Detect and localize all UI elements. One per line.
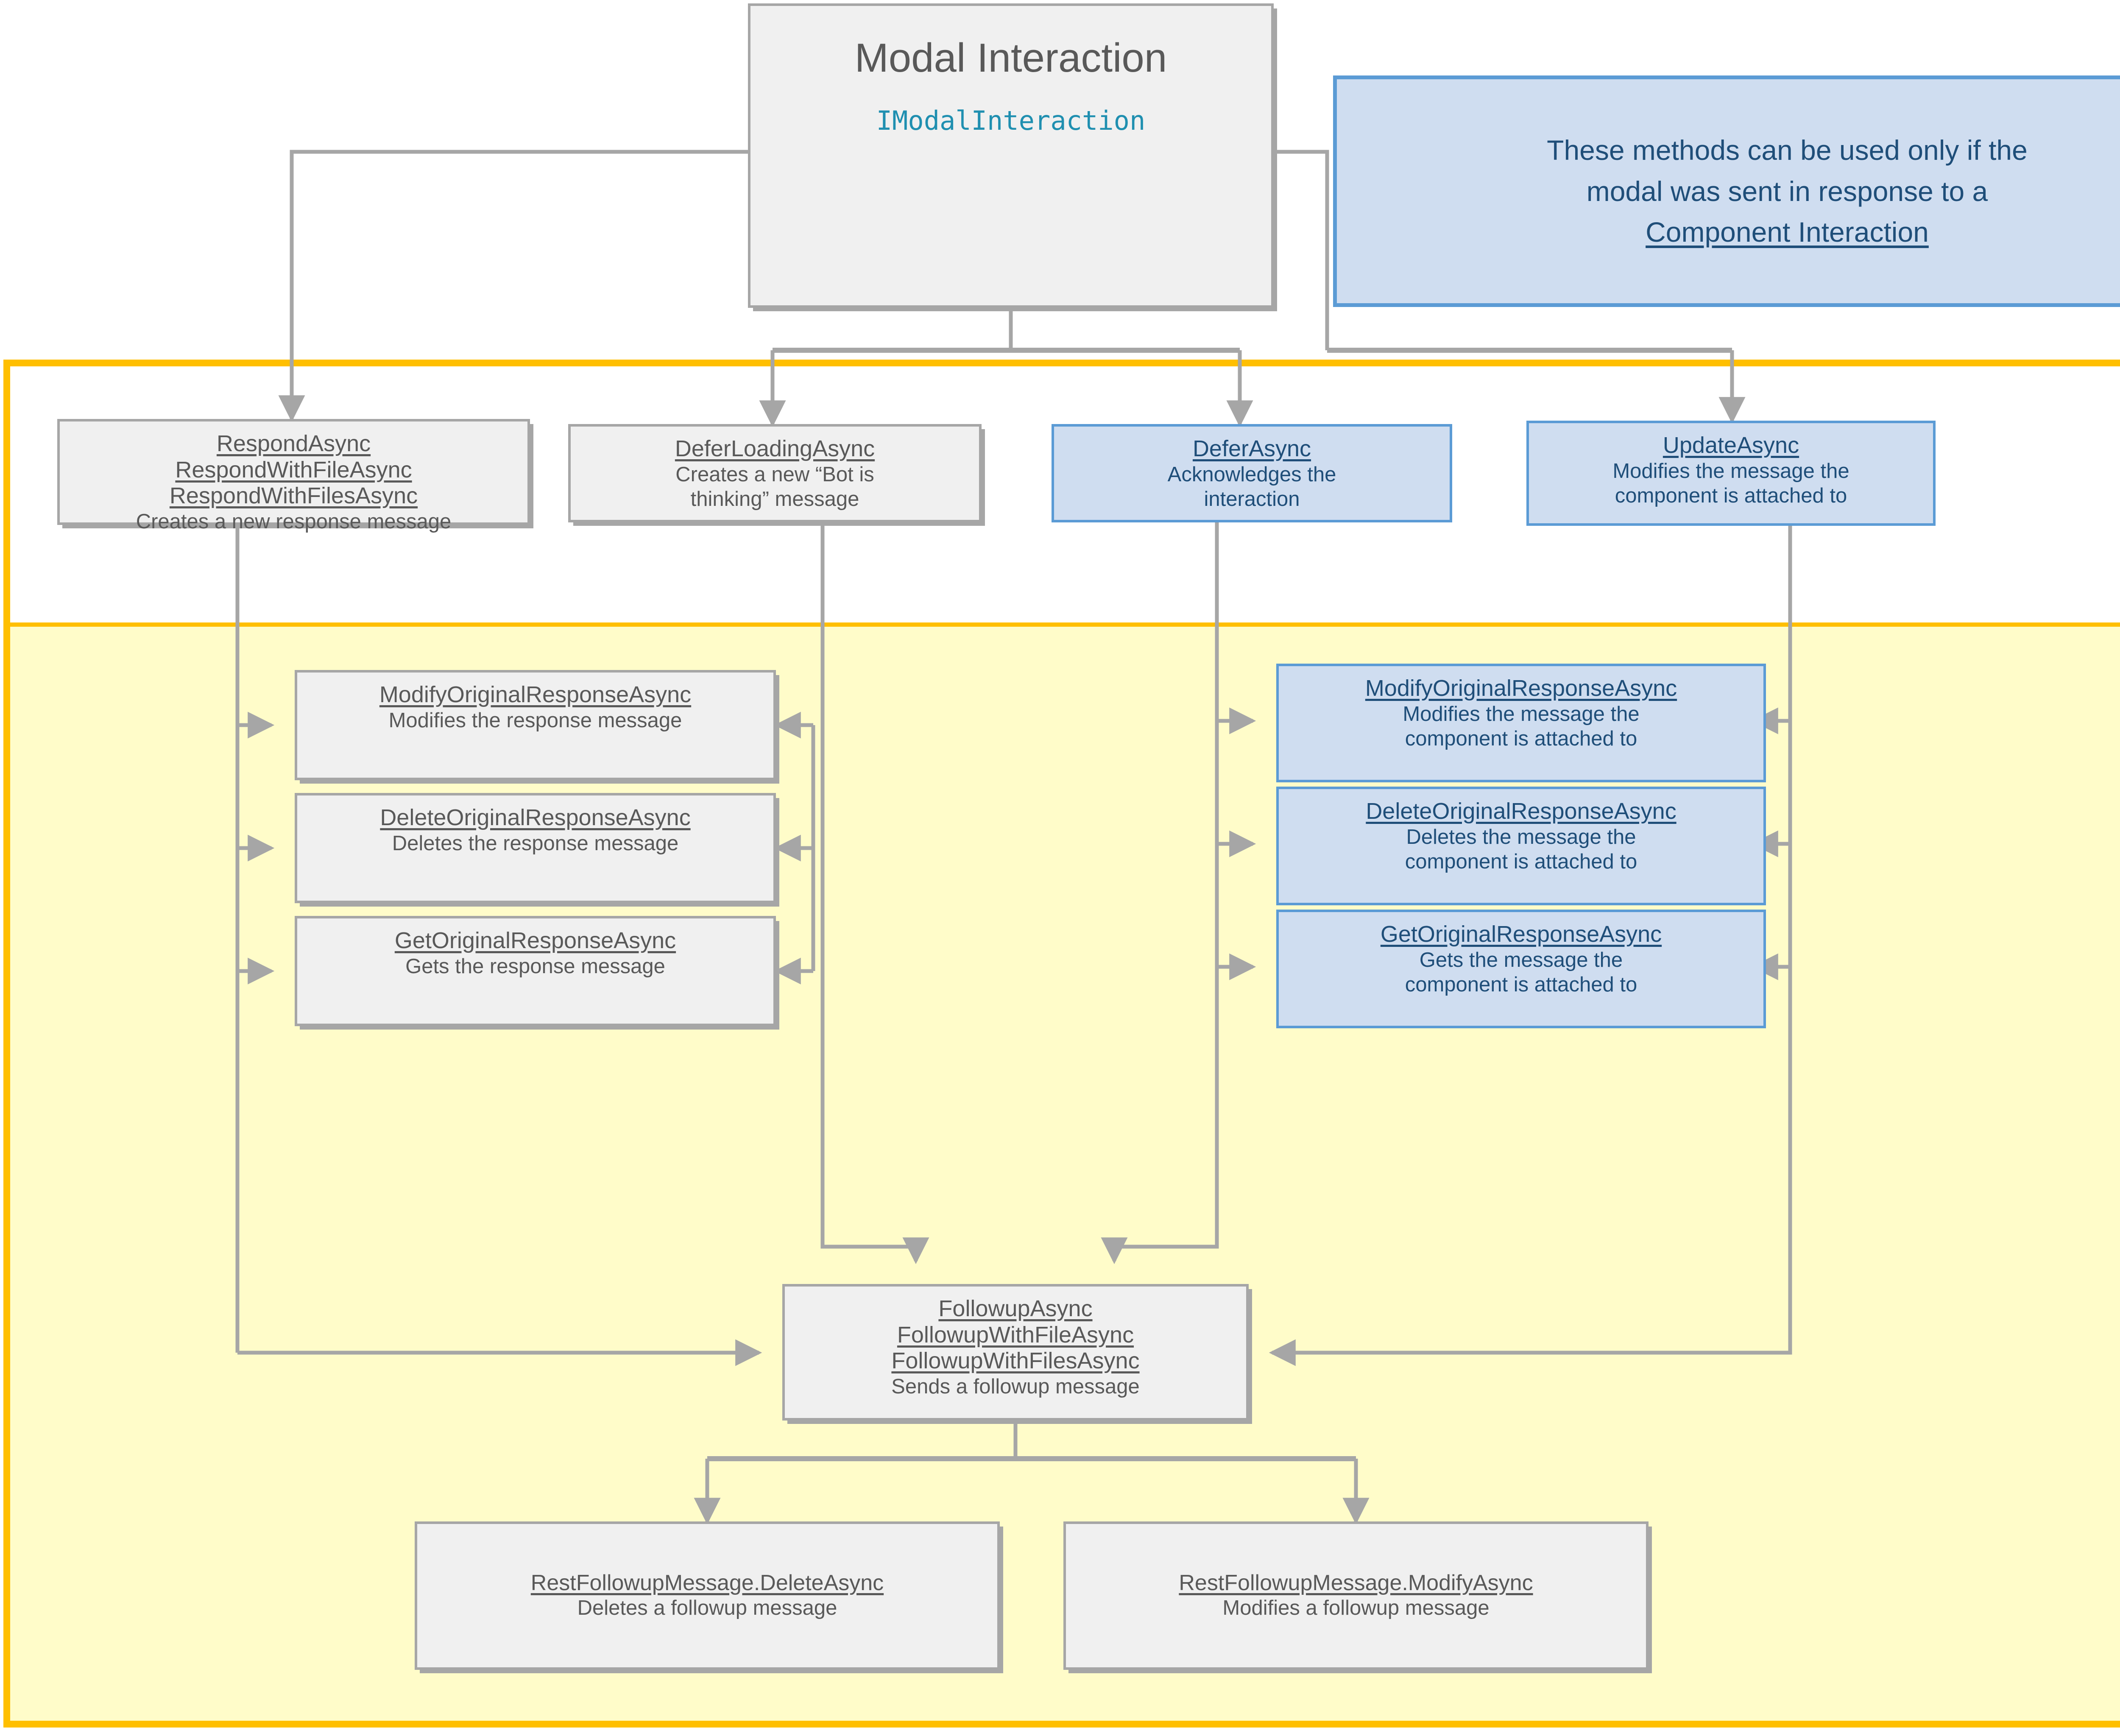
node-defer-async[interactable]: DeferAsync Acknowledges the interaction — [1052, 424, 1452, 522]
get-original-blue-description-2: component is attached to — [1405, 973, 1637, 996]
modify-original-blue-description-2: component is attached to — [1405, 727, 1637, 751]
followup-legend-line-1: Can be used in 15 minutes — [1950, 713, 2120, 744]
interface-name: IModalInteraction — [876, 105, 1146, 136]
initial-legend-line-1: Has to be executed in 3 seconds — [1967, 441, 2120, 472]
method-rest-followup-delete-async[interactable]: RestFollowupMessage.DeleteAsync — [530, 1570, 884, 1595]
method-get-original-response-async-blue[interactable]: GetOriginalResponseAsync — [1380, 921, 1662, 947]
respond-description: Creates a new response message — [136, 510, 452, 533]
node-rest-followup-modify-async[interactable]: RestFollowupMessage.ModifyAsync Modifies… — [1063, 1521, 1649, 1670]
rest-followup-modify-description: Modifies a followup message — [1222, 1596, 1490, 1620]
get-original-blue-description-1: Gets the message the — [1419, 948, 1623, 971]
defer-loading-description-1: Creates a new “Bot is — [675, 463, 874, 486]
method-modify-original-response-async-blue[interactable]: ModifyOriginalResponseAsync — [1365, 675, 1677, 701]
page-title: Modal Interaction — [854, 35, 1167, 81]
delete-original-description: Deletes the response message — [392, 832, 679, 855]
followup-description: Sends a followup message — [891, 1375, 1140, 1398]
modal-interaction-title-node: Modal Interaction IModalInteraction — [748, 3, 1274, 308]
node-rest-followup-delete-async[interactable]: RestFollowupMessage.DeleteAsync Deletes … — [415, 1521, 1000, 1670]
node-update-async[interactable]: UpdateAsync Modifies the message the com… — [1526, 421, 1936, 526]
method-defer-loading-async[interactable]: DeferLoadingAsync — [675, 436, 875, 461]
update-description-1: Modifies the message the — [1612, 459, 1849, 483]
followup-legend-line-3: Can be used multiple times during — [1950, 774, 2120, 805]
node-modify-original-response-async-blue[interactable]: ModifyOriginalResponseAsync Modifies the… — [1276, 664, 1766, 782]
node-get-original-response-async-gray[interactable]: GetOriginalResponseAsync Gets the respon… — [295, 916, 776, 1026]
node-defer-loading-async[interactable]: DeferLoadingAsync Creates a new “Bot is … — [568, 424, 982, 522]
defer-description-2: interaction — [1204, 488, 1300, 511]
get-original-description: Gets the response message — [405, 955, 665, 978]
modify-original-description: Modifies the response message — [388, 709, 682, 732]
followup-legend-line-4: interaction token’s lifetime — [1950, 805, 2120, 836]
initial-legend-title: Initial Response methods — [1967, 407, 2120, 441]
node-delete-original-response-async-blue[interactable]: DeleteOriginalResponseAsync Deletes the … — [1276, 787, 1766, 905]
rest-followup-delete-description: Deletes a followup message — [577, 1596, 837, 1620]
update-description-2: component is attached to — [1615, 484, 1847, 508]
method-delete-original-response-async-blue[interactable]: DeleteOriginalResponseAsync — [1366, 798, 1676, 824]
modify-original-blue-description-1: Modifies the message the — [1403, 702, 1640, 726]
method-update-async[interactable]: UpdateAsync — [1663, 433, 1799, 458]
method-followup-with-file-async[interactable]: FollowupWithFileAsync — [897, 1322, 1134, 1348]
method-respond-async[interactable]: RespondAsync — [216, 431, 371, 456]
method-modify-original-response-async[interactable]: ModifyOriginalResponseAsync — [379, 682, 692, 707]
defer-description-1: Acknowledges the — [1167, 463, 1336, 486]
component-interaction-link[interactable]: Component Interaction — [1646, 216, 1929, 248]
method-respond-with-file-async[interactable]: RespondWithFileAsync — [175, 457, 412, 483]
node-delete-original-response-async-gray[interactable]: DeleteOriginalResponseAsync Deletes the … — [295, 793, 776, 903]
component-interaction-callout: These methods can be used only if the mo… — [1333, 75, 2120, 307]
initial-response-legend: Initial Response methods Has to be execu… — [1967, 407, 2120, 534]
node-get-original-response-async-blue[interactable]: GetOriginalResponseAsync Gets the messag… — [1276, 910, 1766, 1028]
method-followup-async[interactable]: FollowupAsync — [938, 1296, 1093, 1321]
followup-legend-line-2: after sending an initial response — [1950, 744, 2120, 775]
method-respond-with-files-async[interactable]: RespondWithFilesAsync — [169, 483, 418, 509]
node-modify-original-response-async-gray[interactable]: ModifyOriginalResponseAsync Modifies the… — [295, 670, 776, 780]
node-followup-async[interactable]: FollowupAsync FollowupWithFileAsync Foll… — [782, 1284, 1249, 1421]
defer-loading-description-2: thinking” message — [690, 488, 859, 511]
callout-line-1: These methods can be used only if the — [1547, 134, 2028, 166]
method-followup-with-files-async[interactable]: FollowupWithFilesAsync — [891, 1348, 1140, 1374]
node-respond-async[interactable]: RespondAsync RespondWithFileAsync Respon… — [57, 419, 530, 533]
method-defer-async[interactable]: DeferAsync — [1192, 436, 1311, 461]
method-rest-followup-modify-async[interactable]: RestFollowupMessage.ModifyAsync — [1179, 1570, 1533, 1595]
initial-legend-line-3: Can be used only ones per interaction — [1967, 503, 2120, 534]
followup-band — [3, 627, 2120, 1728]
followup-legend-title: Followup methods — [1950, 678, 2120, 713]
followup-legend: Followup methods Can be used in 15 minut… — [1950, 678, 2120, 836]
initial-legend-line-2: after receiving the interaction — [1967, 472, 2120, 503]
delete-original-blue-description-2: component is attached to — [1405, 850, 1637, 874]
callout-line-2: modal was sent in response to a — [1586, 175, 1988, 207]
delete-original-blue-description-1: Deletes the message the — [1406, 825, 1636, 848]
method-get-original-response-async[interactable]: GetOriginalResponseAsync — [394, 928, 676, 953]
method-delete-original-response-async[interactable]: DeleteOriginalResponseAsync — [380, 805, 691, 830]
